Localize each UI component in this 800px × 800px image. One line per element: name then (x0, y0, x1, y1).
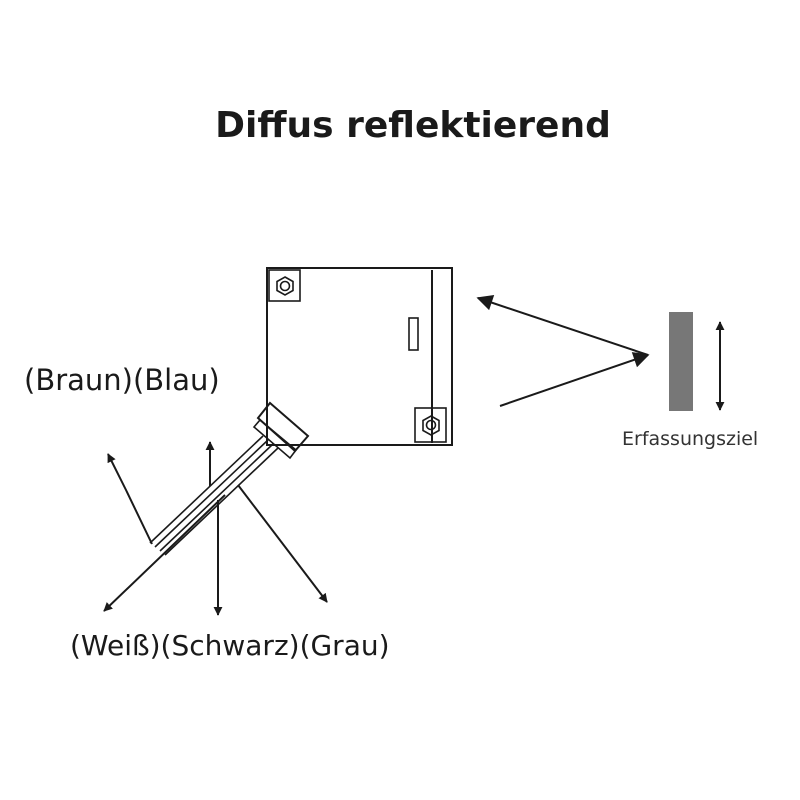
mounting-nut-icon (268, 269, 301, 302)
wire-arrows (103, 441, 328, 616)
target-block (669, 312, 693, 411)
wire-label-bottom: (Weiß)(Schwarz)(Grau) (70, 629, 390, 662)
detection-target (669, 312, 725, 411)
diagram-title: Diffus reflektierend (215, 105, 611, 146)
sensor-body (266, 267, 453, 446)
light-beam (476, 294, 650, 407)
target-label: Erfassungsziel (622, 428, 758, 450)
mounting-nut-icon (414, 407, 447, 443)
cable-gland (149, 401, 310, 556)
wire-label-top: (Braun)(Blau) (24, 363, 220, 397)
